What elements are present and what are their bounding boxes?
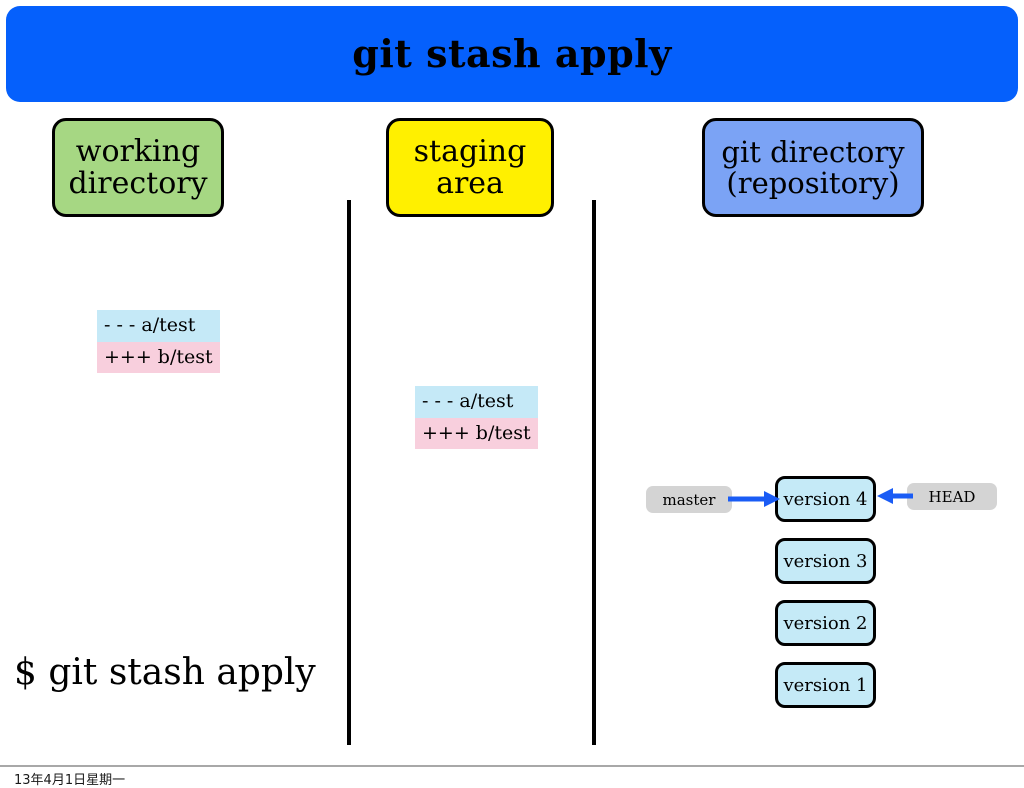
arrow-head-to-version-4 xyxy=(877,488,913,504)
head-pointer-label: HEAD xyxy=(907,483,997,510)
column-header-git-directory-line1: git directory xyxy=(721,134,905,169)
footer-date-label: 13年4月1日星期一 xyxy=(14,773,126,788)
column-header-git-directory-line2: (repository) xyxy=(726,165,900,200)
page-title: git stash apply xyxy=(352,31,672,76)
diff-block-staging-area: - - - a/test +++ b/test xyxy=(415,386,538,450)
diff-added-line-working: +++ b/test xyxy=(97,341,220,374)
diff-removed-line-working: - - - a/test xyxy=(97,310,220,342)
commit-box-version-3: version 3 xyxy=(775,538,876,584)
footer-divider xyxy=(0,765,1024,767)
commit-box-version-2: version 2 xyxy=(775,600,876,646)
commit-box-version-1: version 1 xyxy=(775,662,876,708)
branch-label-master: master xyxy=(646,486,732,513)
column-divider-right xyxy=(592,200,596,745)
column-header-working-directory: working directory xyxy=(52,118,224,217)
diff-added-line-staging: +++ b/test xyxy=(415,417,538,450)
column-divider-left xyxy=(347,200,351,745)
column-header-working-directory-line2: directory xyxy=(68,165,208,201)
diff-removed-line-staging: - - - a/test xyxy=(415,386,538,418)
column-header-git-directory: git directory (repository) xyxy=(702,118,924,217)
column-header-staging-area-line1: staging xyxy=(413,133,527,169)
column-header-staging-area: staging area xyxy=(386,118,554,217)
slide-title-banner: git stash apply xyxy=(6,6,1018,102)
arrow-master-to-version-4 xyxy=(728,491,780,507)
diff-block-working-directory: - - - a/test +++ b/test xyxy=(97,310,220,374)
slide-canvas: git stash apply working directory stagin… xyxy=(6,6,1018,745)
column-header-staging-area-line2: area xyxy=(436,165,504,201)
commit-box-version-4: version 4 xyxy=(775,476,876,522)
shell-command-text: $ git stash apply xyxy=(14,652,316,693)
column-header-working-directory-line1: working xyxy=(75,133,201,169)
